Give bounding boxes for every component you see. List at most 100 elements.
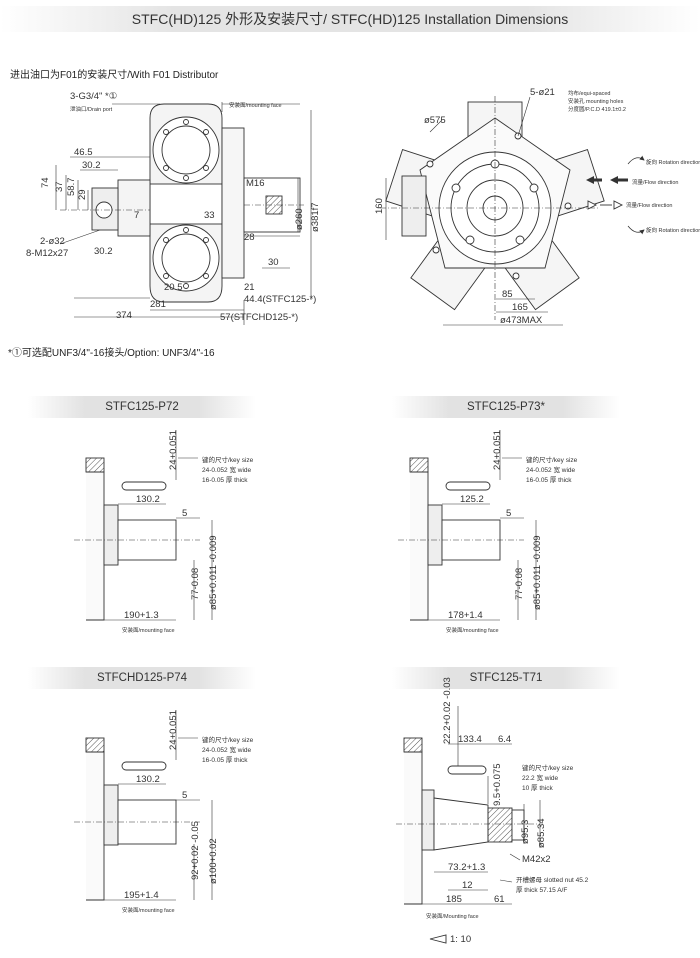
section-bar-p72: STFC125-P72: [28, 396, 256, 418]
p74-tol: 24+0.051: [168, 710, 179, 750]
dim-33: 33: [204, 210, 215, 221]
holes-note-2: 安装孔 mounting holes: [568, 97, 624, 105]
p74-d100: ø100+0.02: [208, 838, 219, 884]
header-banner: STFC(HD)125 外形及安装尺寸/ STFC(HD)125 Install…: [0, 6, 700, 32]
dim-160: 160: [374, 198, 385, 214]
p74-key-w: 24-0.052 宽 wide: [202, 745, 252, 754]
rotation-label-1: 旋向 Rotation direction: [646, 158, 700, 166]
section-title: STFC125-P72: [105, 401, 179, 413]
p74-d92: 92+0.02 -0.05: [190, 821, 201, 880]
p73-key-t: 16-0.05 厚 thick: [526, 476, 572, 484]
dim-58-7: 58.7: [66, 178, 77, 197]
dim-374: 374: [116, 310, 132, 321]
t71-nut2: 厚 thick 57.15 A/F: [516, 886, 567, 894]
p74-key-t: 16-0.05 厚 thick: [202, 756, 248, 764]
t71-d95: 9.5+0.075: [492, 763, 503, 806]
p74-len: 130.2: [136, 774, 160, 785]
t71-drawing: [396, 706, 541, 944]
p72-len: 130.2: [136, 494, 160, 505]
t71-key-size: 键的尺寸/key size: [522, 763, 574, 772]
t71-labels: 22.2+0.02 -0.03 133.4 6.4 键的尺寸/key size …: [426, 677, 589, 945]
dim-74: 74: [40, 177, 51, 188]
p73-len: 125.2: [460, 494, 484, 505]
t71-d953: ø95.3: [520, 820, 531, 844]
dim-85: 85: [502, 289, 513, 300]
section-bar-p74: STFCHD125-P74: [28, 667, 256, 689]
t71-d64: 6.4: [498, 734, 511, 745]
p74-drawing: [74, 710, 213, 901]
t71-tol: 22.2+0.02 -0.03: [442, 677, 453, 744]
p72-drawing: [74, 430, 213, 621]
holes-label: 5-ø21: [530, 87, 555, 98]
t71-d8534: ø85.34: [536, 818, 547, 848]
subtitle: 进出油口为F01的安装尺寸/With F01 Distributor: [10, 70, 219, 81]
dim-m16: M16: [246, 178, 264, 189]
p72-d190: 190+1.3: [124, 610, 159, 621]
dim-44-4: 44.4(STFC125-*): [244, 294, 316, 305]
t71-d185: 185: [446, 894, 462, 905]
dim-30-2b: 30.2: [94, 246, 113, 257]
holes-note-3: 分度圆/P.C.D 419.1±0.2: [568, 105, 626, 113]
t71-d61: 61: [494, 894, 505, 905]
p74-key-size: 键的尺寸/key size: [202, 735, 254, 744]
dim-281: 281: [150, 299, 166, 310]
flow-label-2: 流量/Flow direction: [626, 201, 672, 209]
dim-d575: ø575: [424, 115, 446, 126]
dim-165: 165: [512, 302, 528, 313]
section-bar-p73: STFC125-P73*: [392, 396, 620, 418]
section-title: STFC125-T71: [469, 672, 543, 684]
footnote: *①可选配UNF3/4"-16接头/Option: UNF3/4"-16: [8, 348, 215, 359]
holes-note-1: 均布/equi-spaced: [568, 89, 611, 97]
dim-57: 57(STFCHD125-*): [220, 312, 298, 323]
side-view-labels: 3-G3/4" *① 泄油口/Drain port 安装面/mounting f…: [26, 91, 321, 323]
p73-d85: ø85+0.011 -0.009: [532, 535, 543, 610]
p74-d195: 195+1.4: [124, 890, 159, 901]
section-title: STFC125-P73*: [467, 401, 545, 413]
dim-30: 30: [268, 257, 279, 268]
mounting-face-label: 安装面/mounting face: [229, 101, 282, 109]
p72-key-t: 16-0.05 厚 thick: [202, 476, 248, 484]
front-view-labels: 5-ø21 均布/equi-spaced 安装孔 mounting holes …: [374, 87, 700, 326]
p73-labels: 24+0.051 键的尺寸/key size 24-0.052 宽 wide 1…: [446, 430, 578, 634]
p72-key-w: 24-0.052 宽 wide: [202, 465, 252, 474]
p73-d178: 178+1.4: [448, 610, 483, 621]
section-title: STFCHD125-P74: [96, 672, 188, 684]
dim-28: 28: [244, 232, 255, 243]
t71-nut: 开槽螺母 slotted nut 45.2: [516, 875, 589, 884]
p72-d77: 77-0.08: [190, 568, 201, 600]
dim-29: 29: [77, 189, 88, 200]
p72-d5: 5: [182, 508, 187, 519]
p72-d85: ø85+0.011 -0.009: [208, 535, 219, 610]
t71-m42: M42x2: [522, 854, 551, 865]
dim-30-2: 30.2: [82, 160, 101, 171]
t71-mount: 安装面/Mounting face: [426, 912, 479, 920]
p72-mount: 安装面/mounting face: [122, 626, 175, 634]
page-title: STFC(HD)125 外形及安装尺寸/ STFC(HD)125 Install…: [131, 11, 569, 27]
p73-key-w: 24-0.052 宽 wide: [526, 465, 576, 474]
p72-key-size: 键的尺寸/key size: [202, 455, 254, 464]
p72-labels: 24+0.051 键的尺寸/key size 24-0.052 宽 wide 1…: [122, 430, 254, 634]
t71-len: 133.4: [458, 734, 482, 745]
section-bar-t71: STFC125-T71: [392, 667, 620, 689]
dim-46-5: 46.5: [74, 147, 93, 158]
dim-8-m12: 8-M12x27: [26, 248, 68, 259]
p74-d5: 5: [182, 790, 187, 801]
t71-key-w: 22.2 宽 wide: [522, 773, 559, 782]
dim-d260: ø260: [294, 208, 305, 230]
dim-20-5: 20.5: [164, 282, 183, 293]
p73-mount: 安装面/mounting face: [446, 626, 499, 634]
t71-key-t: 10 厚 thick: [522, 784, 553, 792]
drain-port-label: 泄油口/Drain port: [70, 105, 113, 113]
p74-mount: 安装面/mounting face: [122, 906, 175, 914]
p74-labels: 24+0.051 键的尺寸/key size 24-0.052 宽 wide 1…: [122, 710, 254, 914]
side-view-drawing: [55, 102, 312, 325]
dim-2-d32: 2-ø32: [40, 236, 65, 247]
t71-scale: 1: 10: [450, 934, 471, 945]
dim-37: 37: [54, 181, 65, 192]
t71-d12: 12: [462, 880, 473, 891]
p73-d5: 5: [506, 508, 511, 519]
p72-tol: 24+0.051: [168, 430, 179, 470]
flow-label-1: 流量/Flow direction: [632, 178, 678, 186]
front-view-drawing: [380, 96, 645, 326]
